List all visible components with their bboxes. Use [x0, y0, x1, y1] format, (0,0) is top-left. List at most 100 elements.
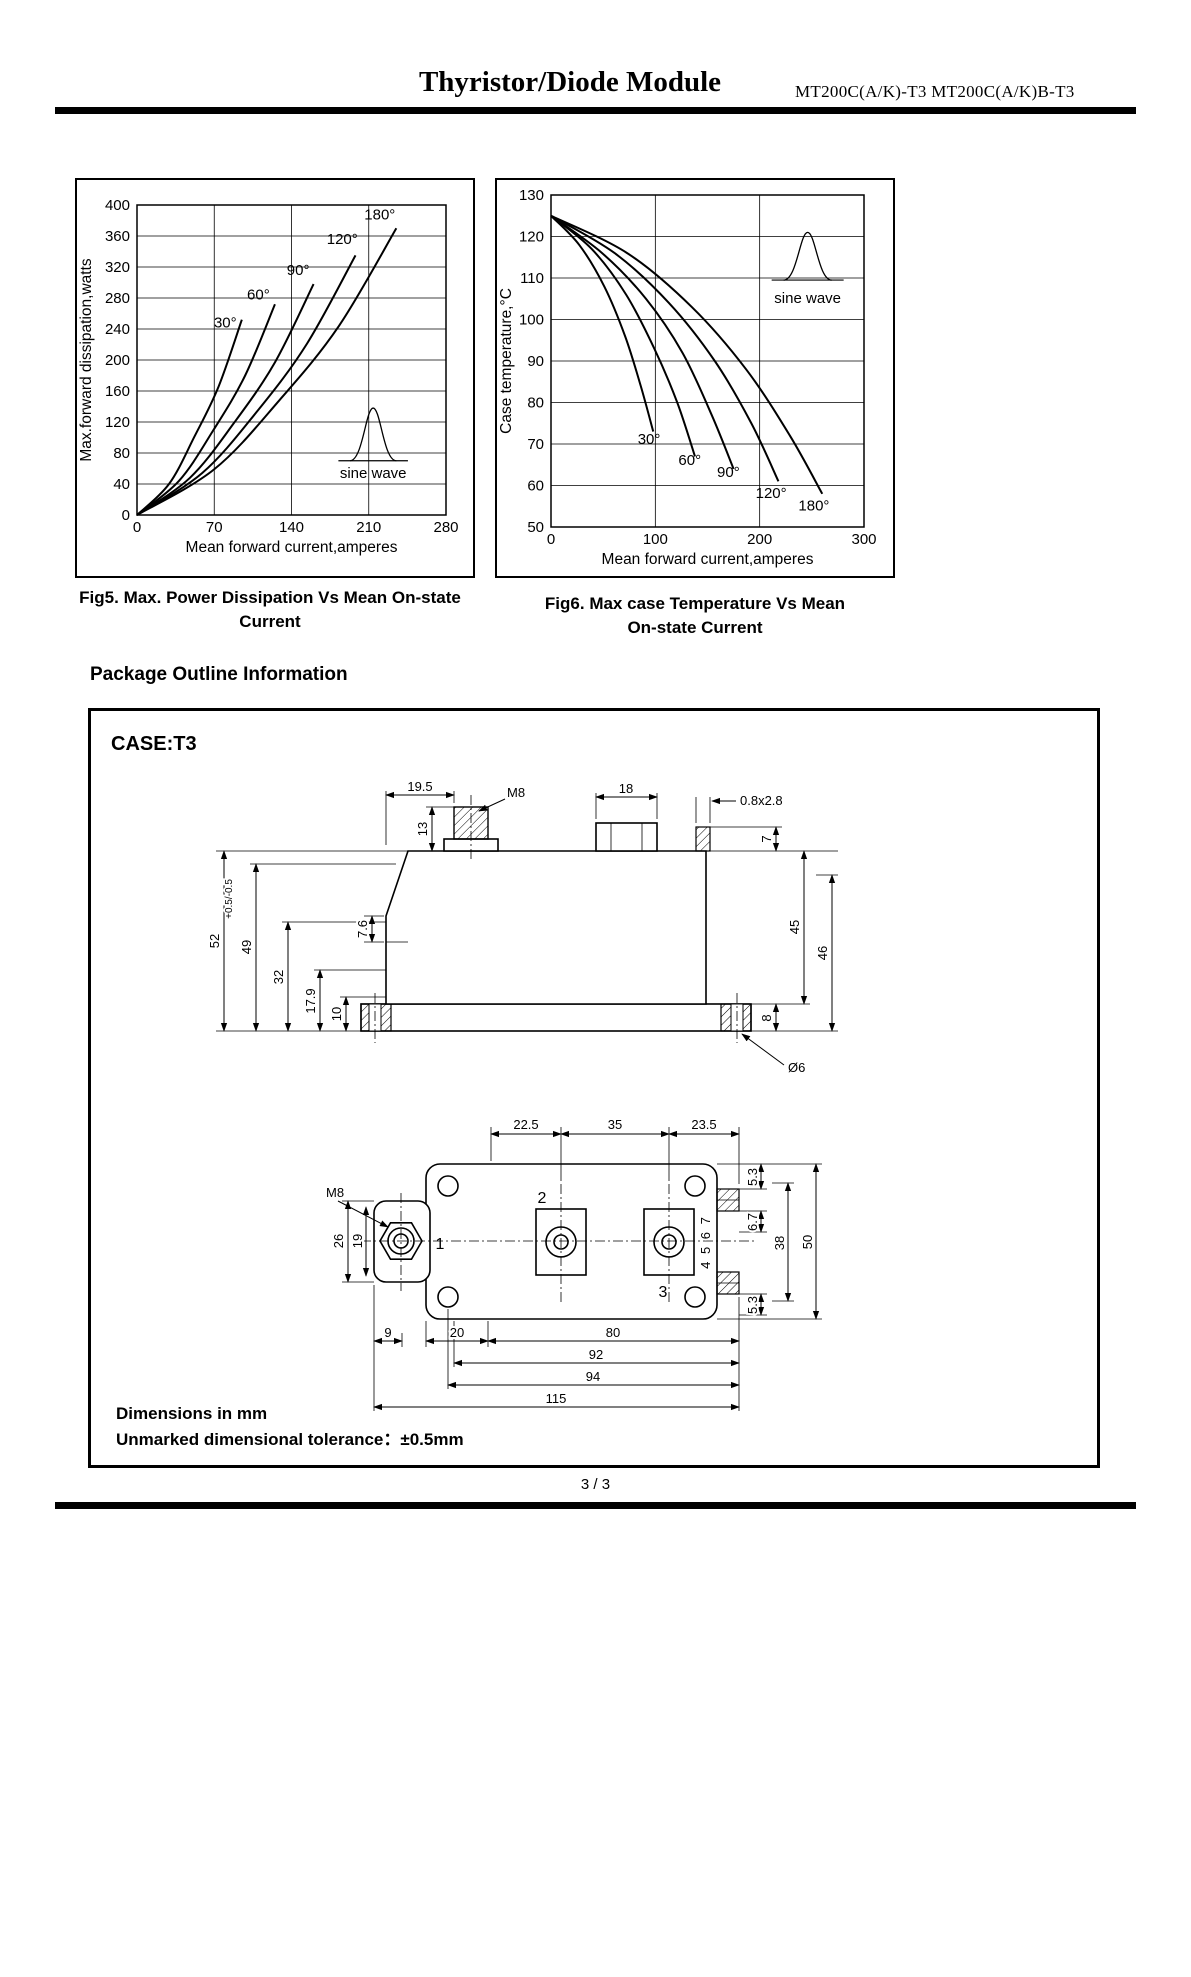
dimension-leader: [337, 1200, 389, 1228]
dimension-label: M8: [326, 1185, 344, 1200]
faston-tab: [695, 826, 711, 852]
note-dimensions: Dimensions in mm: [116, 1404, 268, 1423]
series-label: 90°: [287, 262, 310, 279]
corner-hole: [437, 1286, 459, 1308]
dimension-label: 115: [546, 1391, 567, 1406]
x-axis-title: Mean forward current,amperes: [602, 551, 814, 568]
note-tolerance: Unmarked dimensional tolerance：±0.5mm: [116, 1430, 464, 1450]
x-tick-label: 140: [279, 519, 304, 536]
dimension-label: 7: [759, 835, 774, 842]
dimension-label: 5.3: [745, 1168, 760, 1186]
x-tick-label: 280: [433, 519, 458, 536]
x-tick-label: 300: [851, 531, 876, 548]
dimension-label: 10: [329, 1007, 344, 1021]
y-tick-label: 100: [519, 312, 544, 329]
x-tick-label: 200: [747, 531, 772, 548]
series-label: 120°: [327, 231, 358, 248]
terminal-number: 2: [538, 1190, 547, 1207]
aux-pin-numbers: 4 5 6 7: [698, 1215, 713, 1269]
dimension-label: 18: [619, 781, 633, 796]
dimension-label: 26: [331, 1234, 346, 1248]
dimension-label: 50: [800, 1235, 815, 1249]
y-tick-label: 80: [113, 445, 130, 462]
y-axis-title: Case temperature,°C: [498, 288, 515, 434]
series-curve: [550, 214, 735, 470]
y-tick-label: 400: [105, 197, 130, 214]
dimension-label: 38: [772, 1236, 787, 1250]
y-tick-label: 200: [105, 352, 130, 369]
x-tick-label: 0: [133, 519, 141, 536]
dimension-leader: [741, 1033, 785, 1066]
plot-border: [550, 194, 865, 528]
series-curve: [136, 227, 398, 516]
dimension-label: 13: [415, 822, 430, 836]
series-label: 60°: [247, 287, 270, 304]
header-rule: [55, 107, 1136, 114]
y-tick-label: 70: [527, 436, 544, 453]
x-tick-label: 210: [356, 519, 381, 536]
main-terminal: [595, 822, 658, 852]
y-tick-label: 360: [105, 228, 130, 245]
y-tick-label: 280: [105, 290, 130, 307]
series-curve: [136, 319, 243, 516]
terminal-number: 1: [436, 1236, 445, 1253]
dimension-label: 17.9: [303, 988, 318, 1013]
sine-wave-icon: [783, 231, 832, 281]
y-tick-label: 50: [527, 519, 544, 536]
y-tick-label: 120: [519, 229, 544, 246]
drawing-notes: Dimensions in mm Unmarked dimensional to…: [116, 1401, 464, 1454]
dimension-label: 94: [586, 1369, 600, 1384]
series-label: 180°: [364, 207, 395, 224]
corner-hole: [437, 1175, 459, 1197]
y-tick-label: 60: [527, 478, 544, 495]
series-label: 60°: [678, 452, 701, 469]
dimension-label: 7.6: [355, 920, 370, 938]
dimension-label: 8: [759, 1014, 774, 1021]
series-label: 180°: [798, 497, 829, 514]
dimension-label: 19: [350, 1234, 365, 1248]
sine-wave-icon: [349, 407, 397, 462]
dimension-label: 80: [606, 1325, 620, 1340]
dimension-label: 52: [207, 934, 222, 948]
dimension-leader: [478, 798, 506, 812]
series-curve: [550, 214, 696, 457]
y-tick-label: 90: [527, 353, 544, 370]
footer-rule: [55, 1502, 1136, 1509]
y-tick-label: 130: [519, 187, 544, 204]
series-label: 120°: [756, 485, 787, 502]
dimension-label: 22.5: [513, 1117, 538, 1132]
baseplate: [360, 1003, 752, 1032]
dimension-label: Ø6: [788, 1060, 805, 1075]
package-outline-box: CASE:T3: [88, 708, 1100, 1468]
top-view-drawing: 22.5 35 23.5 26 19 M8 1 2 3 4 5 6 7 5.3 …: [324, 1115, 822, 1411]
dimension-label: M8: [507, 785, 525, 800]
sine-wave-label: sine wave: [774, 290, 841, 307]
corner-hole: [684, 1175, 706, 1197]
corner-hole: [684, 1286, 706, 1308]
series-curve: [136, 254, 357, 516]
dimension-label: 45: [787, 920, 802, 934]
page-number: 3 / 3: [580, 1476, 611, 1493]
x-axis-title: Mean forward current,amperes: [186, 539, 398, 556]
fig6-caption-line1: Fig6. Max case Temperature Vs Mean: [544, 594, 846, 613]
dimension-label: 49: [239, 940, 254, 954]
y-tick-label: 110: [520, 270, 544, 287]
y-tick-label: 320: [105, 259, 130, 276]
y-tick-label: 240: [105, 321, 130, 338]
dimension-label: 46: [815, 946, 830, 960]
part-numbers: MT200C(A/K)-T3 MT200C(A/K)B-T3: [795, 82, 1075, 101]
document-title: Thyristor/Diode Module: [418, 66, 722, 98]
dimension-label: 9: [384, 1325, 391, 1340]
plot-border: [136, 204, 447, 516]
series-curve: [136, 283, 315, 516]
x-tick-label: 0: [547, 531, 555, 548]
fig5-caption-line2: Current: [239, 611, 301, 631]
y-tick-label: 0: [122, 507, 130, 524]
y-tick-label: 120: [105, 414, 130, 431]
fig6-caption-line2: On-state Current: [627, 617, 763, 637]
sine-wave-label: sine wave: [340, 465, 407, 482]
dimension-label: 92: [589, 1347, 603, 1362]
